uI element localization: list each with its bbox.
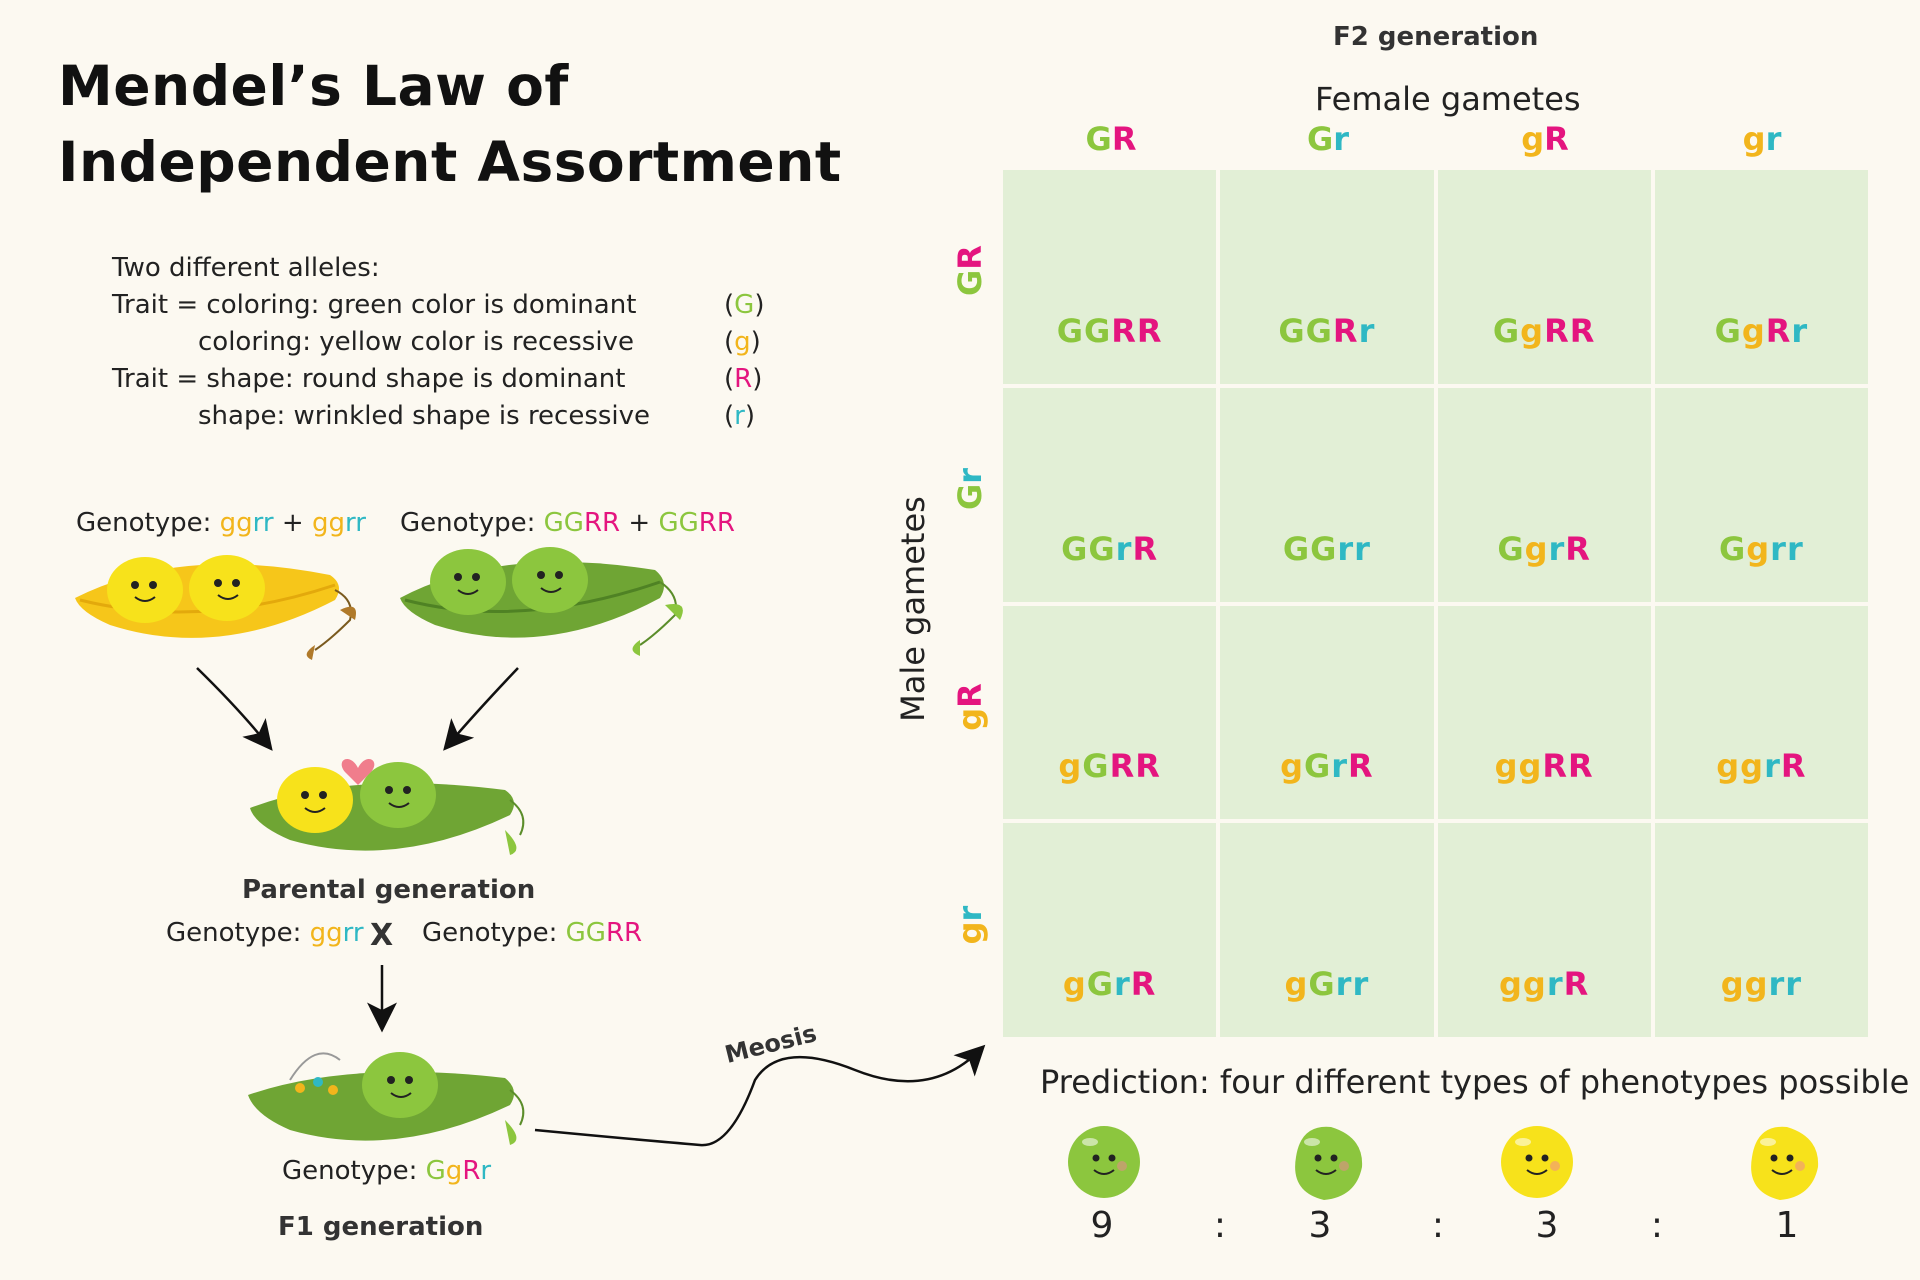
- punnett-cell: ggrR: [1654, 605, 1868, 820]
- f1-pea-pod-icon: [248, 1052, 525, 1145]
- phenotype-pea-icon: [1501, 1126, 1573, 1198]
- page-title: Mendel’s Law of Independent Assortment: [58, 48, 842, 200]
- baby-mobile-icon: [289, 1052, 341, 1081]
- ratio-value-3: 3: [1535, 1205, 1559, 1246]
- alleles-heading: Two different alleles:: [112, 253, 380, 283]
- heart-icon: [341, 759, 375, 785]
- meiosis-arrow: [534, 1044, 986, 1147]
- allele-line-4: shape: wrinkled shape is recessive(r): [198, 401, 756, 431]
- punnett-cell: ggrR: [1437, 823, 1651, 1037]
- punnett-cell: GGrr: [1220, 387, 1434, 602]
- punnett-cell: gGRR: [1003, 605, 1217, 820]
- prediction-text: Prediction: four different types of phen…: [1040, 1063, 1910, 1101]
- male-gamete-2: Gr: [951, 467, 989, 511]
- punnett-cell: gGrr: [1220, 823, 1434, 1037]
- female-gamete-2: Gr: [1306, 120, 1350, 158]
- allele-line-3: Trait = shape: round shape is dominant(R…: [112, 364, 763, 394]
- f1-genotype: Genotype: GgRr: [282, 1156, 492, 1186]
- female-gamete-3: gR: [1521, 120, 1569, 158]
- title-line-2: Independent Assortment: [58, 130, 842, 194]
- male-gamete-1: GR: [951, 245, 989, 296]
- punnett-cell: GgrR: [1437, 387, 1651, 602]
- male-gamete-3: gR: [951, 683, 989, 731]
- yellow-pea-pod-icon: [75, 555, 356, 660]
- punnett-cell: ggRR: [1437, 605, 1651, 820]
- parental-generation-label: Parental generation: [242, 875, 536, 905]
- punnett-cell: gGrR: [1220, 605, 1434, 820]
- female-gamete-1: GR: [1085, 120, 1137, 158]
- ratio-value-1: 9: [1090, 1205, 1114, 1246]
- parental-left-genotype: Genotype: ggrr: [166, 918, 364, 948]
- f2-generation-title: F2 generation: [1333, 22, 1539, 52]
- male-gametes-label: Male gametes: [893, 496, 932, 722]
- female-gamete-4: gr: [1742, 120, 1782, 158]
- female-gametes-label: Female gametes: [1315, 80, 1581, 118]
- title-line-1: Mendel’s Law of: [58, 54, 569, 118]
- punnett-cell: GGRr: [1220, 170, 1434, 384]
- alleles-description: Two different alleles: Trait = coloring:…: [112, 250, 765, 435]
- parental-right-genotype: Genotype: GGRR: [422, 918, 643, 948]
- phenotype-pea-icon: [1751, 1126, 1819, 1200]
- ratio-separator: :: [1431, 1205, 1445, 1246]
- prediction-pea-icons: [1068, 1126, 1819, 1200]
- ratio-separator: :: [1213, 1205, 1227, 1246]
- punnett-cell: GgRR: [1437, 170, 1651, 384]
- punnett-cell: GGrR: [1003, 387, 1217, 602]
- parent-left-genotype: Genotype: ggrr + ggrr: [76, 508, 366, 538]
- male-gamete-4: gr: [951, 905, 989, 945]
- punnett-cell: ggrr: [1654, 823, 1868, 1037]
- phenotype-pea-icon: [1295, 1126, 1363, 1200]
- punnett-cell: gGrR: [1003, 823, 1217, 1037]
- allele-line-1: Trait = coloring: green color is dominan…: [112, 290, 765, 320]
- arrow-right-to-parental: [443, 667, 519, 751]
- parent-right-genotype: Genotype: GGRR + GGRR: [400, 508, 735, 538]
- punnett-cell: GgRr: [1654, 170, 1868, 384]
- ratio-value-2: 3: [1308, 1205, 1332, 1246]
- punnett-cell: GGRR: [1003, 170, 1217, 384]
- phenotype-pea-icon: [1068, 1126, 1140, 1198]
- parental-pea-pod-icon: [250, 759, 525, 855]
- ratio-value-4: 1: [1775, 1205, 1799, 1246]
- punnett-square: GGRR GGRr GgRR GgRr GGrR GGrr GgrR Ggrr …: [1003, 170, 1868, 1037]
- ratio-separator: :: [1650, 1205, 1664, 1246]
- arrow-left-to-parental: [196, 667, 273, 751]
- f1-generation-label: F1 generation: [278, 1212, 484, 1242]
- cross-symbol: X: [370, 918, 394, 953]
- punnett-cell: Ggrr: [1654, 387, 1868, 602]
- green-pea-pod-icon: [400, 547, 683, 656]
- allele-line-2: coloring: yellow color is recessive(g): [198, 327, 761, 357]
